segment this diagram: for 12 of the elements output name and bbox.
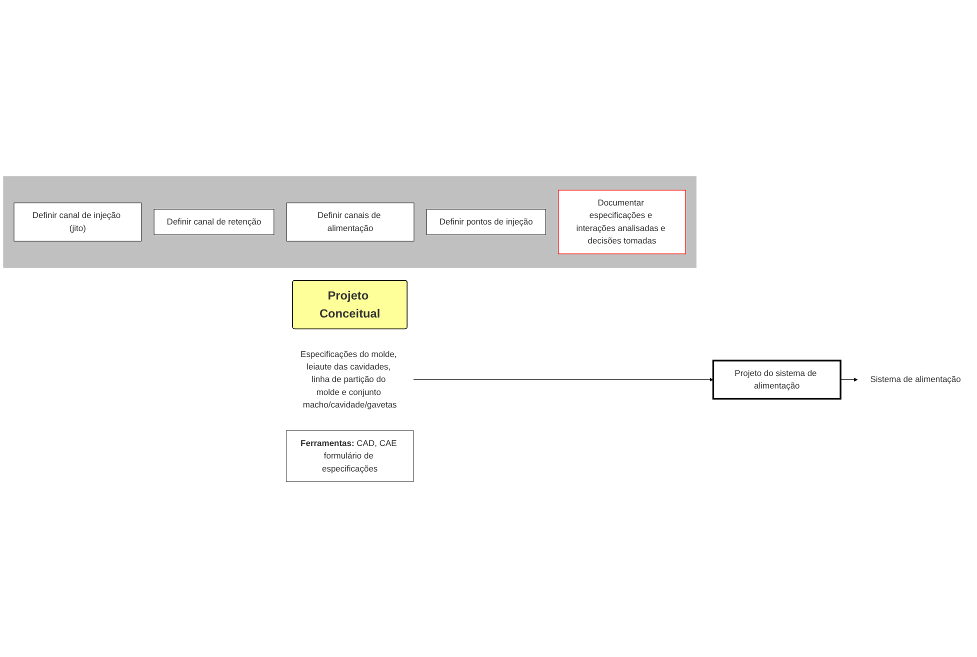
node-text: Sistema de alimentação — [870, 374, 961, 384]
node-box: Definir canal de retenção — [154, 208, 274, 234]
arrow — [840, 377, 858, 382]
node-box: Definir pontos de injeção — [426, 208, 546, 234]
arrow — [413, 377, 714, 382]
node-box: Projeto do sistema de alimentação — [712, 359, 842, 400]
node-box: Definir canais de alimentação — [286, 202, 414, 241]
node-box: Documentar especificações e interações analisadas e decisões tomadas — [558, 189, 686, 254]
node-text: Especificações do molde, leiaute das cavidades, linha de partição do molde e conjunto macho/cavidade/gavetas — [300, 349, 397, 410]
node-box: Ferramentas: CAD, CAE formulário de especificações — [286, 430, 414, 482]
node-box: Definir canal de injeção (jito) — [14, 202, 142, 241]
cluster — [3, 176, 696, 268]
